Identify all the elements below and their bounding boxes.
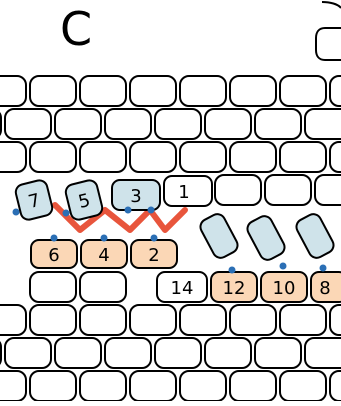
- cell-label-4: 4: [98, 245, 109, 266]
- tissue-cell: [229, 141, 277, 173]
- contact-dot: [147, 206, 155, 214]
- cell-label-7: 7: [26, 190, 42, 213]
- tissue-cell: [314, 174, 341, 206]
- tissue-cell: [279, 304, 327, 336]
- tissue-cell: [104, 337, 152, 369]
- tissue-cell: [204, 108, 252, 140]
- tissue-cell: [29, 75, 77, 107]
- cell-label-10: 10: [273, 278, 296, 299]
- panel-label: C: [60, 2, 93, 56]
- tissue-cell: [0, 141, 27, 173]
- tissue-cell: [204, 337, 252, 369]
- contact-dots: [12, 206, 327, 274]
- tissue-cell: [179, 304, 227, 336]
- tissue-cell: [129, 304, 177, 336]
- cell-2: 2: [130, 239, 178, 269]
- tissue-cell: [0, 75, 27, 107]
- contact-dot: [279, 262, 287, 270]
- tissue-cell: [229, 370, 277, 402]
- tissue-cell: [304, 337, 341, 369]
- cell-4: 4: [80, 239, 128, 269]
- cell-label-6: 6: [48, 245, 59, 266]
- tissue-cell: [29, 141, 77, 173]
- tissue-cell: [179, 141, 227, 173]
- tissue-cell: [29, 370, 77, 402]
- tissue-cell: [129, 370, 177, 402]
- tissue-cell: [279, 75, 327, 107]
- tissue-cell: [0, 304, 27, 336]
- tissue-cell: [214, 174, 262, 206]
- tissue-cell: [129, 141, 177, 173]
- tissue-cell: [179, 75, 227, 107]
- tissue-cell: [229, 304, 277, 336]
- cell-8: 8: [310, 271, 341, 303]
- contact-dot: [12, 208, 20, 216]
- cell-label-2: 2: [148, 245, 159, 266]
- tilted-cell: [199, 213, 239, 259]
- cell-1: 1: [163, 175, 213, 207]
- contact-dot: [100, 234, 108, 242]
- partial-cell-top-right: [315, 1, 341, 61]
- cell-14: 14: [156, 271, 208, 303]
- tilted-cell: [246, 215, 286, 261]
- migration-path: [52, 202, 188, 233]
- tissue-cell: [29, 271, 77, 303]
- tissue-cell: [329, 75, 341, 107]
- cell-12: 12: [210, 271, 258, 303]
- cell-label-5: 5: [76, 190, 92, 213]
- contact-dot: [228, 266, 236, 274]
- cell-3: 3: [111, 179, 161, 211]
- tissue-cell: [329, 370, 341, 402]
- contact-dot: [62, 209, 70, 217]
- tissue-cell: [0, 341, 2, 365]
- tissue-cell: [79, 271, 127, 303]
- tissue-cell: [279, 141, 327, 173]
- tissue-cell: [229, 75, 277, 107]
- tissue-cell: [279, 370, 327, 402]
- tissue-cell: [154, 108, 202, 140]
- tissue-cell: [54, 337, 102, 369]
- tissue-cell: [4, 108, 52, 140]
- contact-dot: [50, 234, 58, 242]
- cell-label-14: 14: [171, 278, 194, 299]
- tissue-cell: [329, 304, 341, 336]
- tissue-cell: [104, 108, 152, 140]
- tissue-cell: [129, 75, 177, 107]
- contact-dot: [124, 206, 132, 214]
- tissue-cell: [154, 337, 202, 369]
- tissue-cell: [79, 370, 127, 402]
- contact-dot: [150, 234, 158, 242]
- tissue-cell: [0, 370, 27, 402]
- tissue-cell: [304, 108, 341, 140]
- tilted-cell: [295, 213, 335, 259]
- tissue-cell: [79, 141, 127, 173]
- tissue-cell: [79, 75, 127, 107]
- cell-10: 10: [260, 271, 308, 303]
- tissue-cell: [254, 337, 302, 369]
- contact-dot: [319, 264, 327, 272]
- tissue-cell: [54, 108, 102, 140]
- tissue-cell: [254, 108, 302, 140]
- tissue-cell: [329, 141, 341, 173]
- tissue-cell: [179, 370, 227, 402]
- cell-6: 6: [30, 239, 78, 269]
- cell-7: 7: [14, 179, 54, 221]
- brick-cell-layer: [0, 75, 341, 402]
- tissue-cell: [4, 337, 52, 369]
- tissue-cell: [29, 304, 77, 336]
- tissue-cell: [0, 112, 2, 136]
- tissue-cell: [79, 304, 127, 336]
- cell-label-12: 12: [223, 278, 246, 299]
- tissue-cell: [264, 174, 312, 206]
- cell-label-8: 8: [319, 278, 330, 299]
- cell-label-3: 3: [130, 186, 141, 207]
- cell-label-1: 1: [178, 182, 189, 203]
- cell-5: 5: [64, 179, 104, 221]
